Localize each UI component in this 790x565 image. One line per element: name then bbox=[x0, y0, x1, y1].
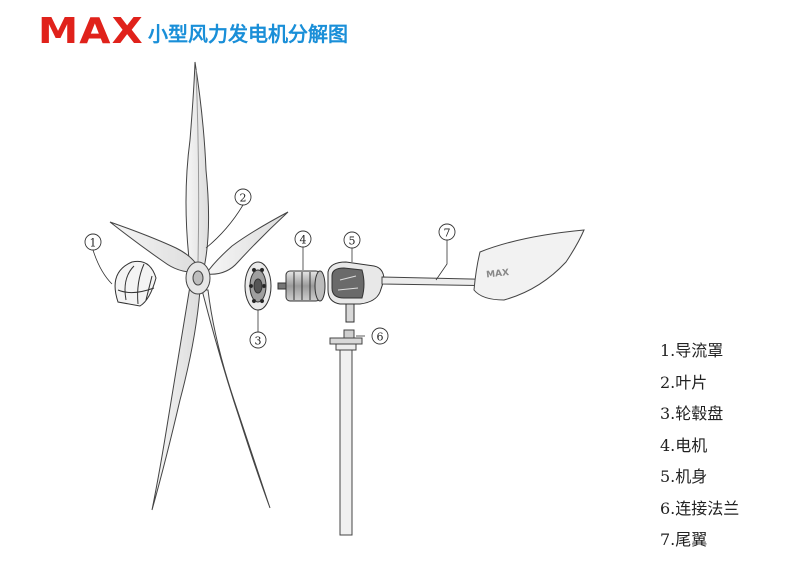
callout-3: 3 bbox=[249, 331, 267, 349]
callout-5-number: 5 bbox=[349, 235, 356, 248]
legend-item-label: 机身 bbox=[675, 467, 708, 486]
legend-item-label: 尾翼 bbox=[675, 530, 708, 549]
legend-item: 7.尾翼 bbox=[660, 529, 739, 561]
legend-item: 6.连接法兰 bbox=[660, 498, 739, 530]
legend-item-label: 导流罩 bbox=[675, 341, 724, 360]
callout-1-number: 1 bbox=[90, 237, 97, 250]
callout-4: 4 bbox=[294, 230, 312, 248]
legend-item: 4.电机 bbox=[660, 435, 739, 467]
tail-fin-logo: MAX bbox=[486, 268, 510, 280]
legend-item: 1.导流罩 bbox=[660, 340, 739, 372]
nose-cone-part bbox=[114, 260, 157, 307]
legend-item-number: 7. bbox=[660, 530, 676, 549]
callout-7: 7 bbox=[438, 223, 456, 241]
legend-item: 2.叶片 bbox=[660, 372, 739, 404]
page-title: 小型风力发电机分解图 bbox=[148, 22, 348, 46]
flange-pole-part bbox=[329, 329, 363, 536]
legend-item-number: 4. bbox=[660, 435, 676, 455]
callout-leaders bbox=[92, 204, 448, 337]
callout-4-number: 4 bbox=[300, 234, 307, 247]
callout-6: 6 bbox=[371, 327, 389, 345]
callout-1: 1 bbox=[84, 233, 102, 251]
legend-item-number: 6. bbox=[660, 498, 676, 518]
blade-part bbox=[109, 61, 289, 511]
legend-item: 3.轮毂盘 bbox=[660, 403, 739, 435]
legend-item-label: 轮毂盘 bbox=[675, 404, 724, 423]
tail-fin-part: MAX bbox=[381, 229, 585, 301]
legend-item-label: 叶片 bbox=[675, 372, 708, 392]
legend-item-number: 3. bbox=[660, 404, 676, 423]
body-part bbox=[327, 261, 385, 323]
legend-item-label: 连接法兰 bbox=[675, 498, 740, 518]
callout-6-number: 6 bbox=[377, 331, 384, 344]
parts-legend: 1.导流罩 2.叶片 3.轮毂盘 4.电机 5.机身 6.连接法兰 7.尾翼 bbox=[660, 340, 739, 561]
legend-item-number: 2. bbox=[660, 372, 676, 392]
callout-2: 2 bbox=[234, 188, 252, 206]
legend-item-label: 电机 bbox=[675, 435, 708, 455]
motor-part bbox=[277, 270, 326, 302]
brand-logo: MAX bbox=[38, 11, 144, 52]
hub-plate-part bbox=[244, 261, 272, 311]
callout-2-number: 2 bbox=[240, 192, 247, 205]
legend-item-number: 5. bbox=[660, 467, 676, 486]
legend-item-number: 1. bbox=[660, 341, 676, 360]
callout-5: 5 bbox=[343, 231, 361, 249]
callout-7-number: 7 bbox=[444, 227, 451, 240]
callout-3-number: 3 bbox=[255, 335, 262, 348]
legend-item: 5.机身 bbox=[660, 466, 739, 498]
